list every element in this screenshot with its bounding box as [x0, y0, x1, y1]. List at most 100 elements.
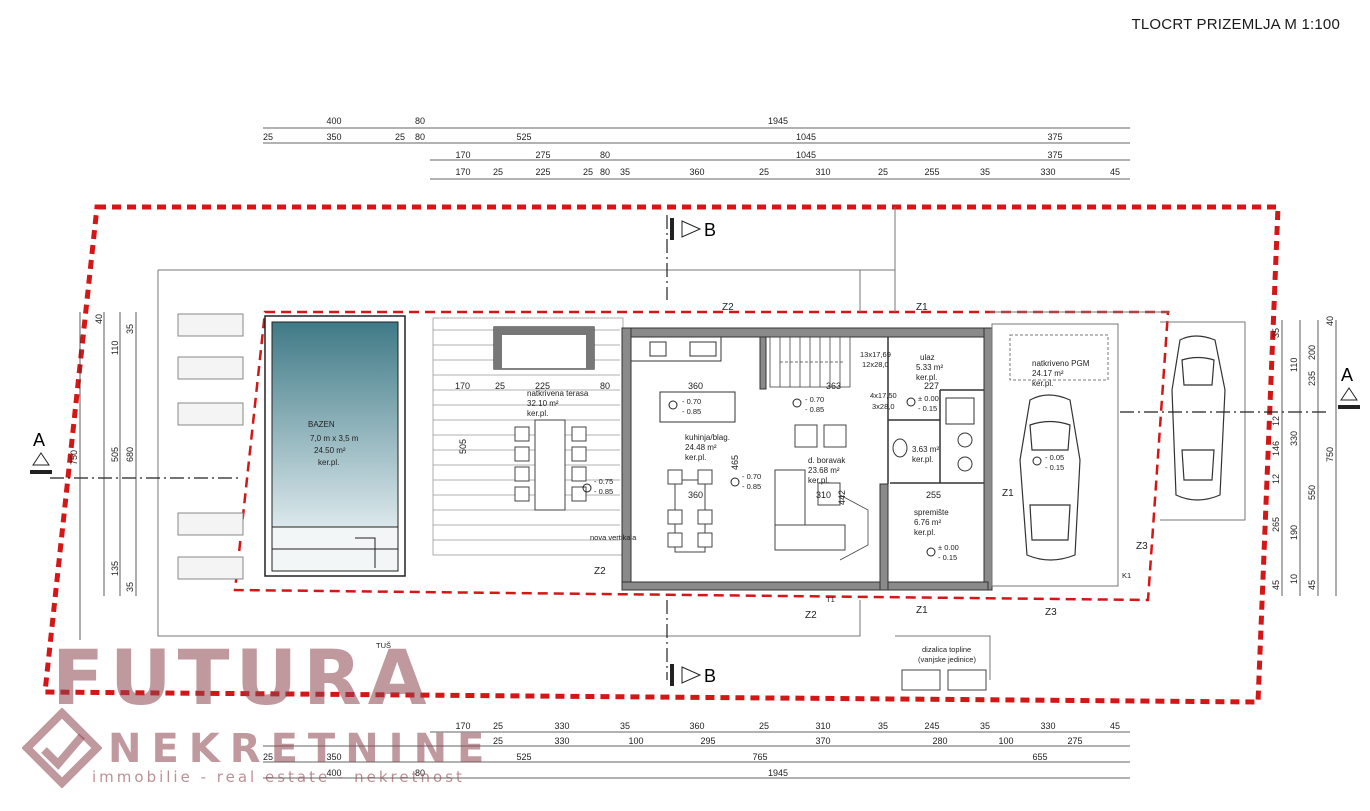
- level-dining-1: - 0.70: [742, 472, 761, 481]
- stairs-note-1: 13x17,69: [860, 350, 891, 359]
- section-a-right: A: [1341, 365, 1353, 385]
- dim-right-2: 235: [1307, 371, 1317, 386]
- dim-top-r4-2: 225: [535, 167, 550, 177]
- dim-bot-r3-2: 525: [516, 752, 531, 762]
- dim-top-r2-2: 25: [395, 132, 405, 142]
- dim-bot-r3-3: 765: [752, 752, 767, 762]
- dim-top-r4-1: 25: [493, 167, 503, 177]
- dim-top-r4-4: 80: [600, 167, 610, 177]
- dim-bot-r2-6: 100: [998, 736, 1013, 746]
- dim-left-6: 135: [110, 561, 120, 576]
- dim-bot-r2-5: 280: [932, 736, 947, 746]
- dim-left-4: 680: [125, 447, 135, 462]
- car-outside: [1171, 335, 1226, 501]
- car-garage: [1019, 394, 1081, 561]
- dim-top-r4-12: 330: [1040, 167, 1055, 177]
- wc-area: 3.63 m²: [912, 445, 939, 454]
- marker-z1-top: Z1: [916, 302, 928, 313]
- living-floor: ker.pl.: [808, 476, 829, 485]
- dim-bot-r1-1: 25: [493, 721, 503, 731]
- terrace-area: 32.10 m²: [527, 399, 559, 408]
- level-garage-2: - 0.15: [1045, 463, 1064, 472]
- dim-top-r4-8: 310: [815, 167, 830, 177]
- level-kitchen-1: - 0.70: [682, 397, 701, 406]
- dim-left-7: 35: [125, 582, 135, 592]
- marker-z3-right: Z3: [1136, 541, 1148, 552]
- dim-bot-r1-2: 330: [554, 721, 569, 731]
- dim-top-r2-4: 525: [516, 132, 531, 142]
- garage-area: 24.17 m²: [1032, 369, 1064, 378]
- dim-top-r4-9: 25: [878, 167, 888, 177]
- marker-z2-bottom: Z2: [805, 610, 817, 621]
- dim-top-r2-3: 80: [415, 132, 425, 142]
- dim-bot-r2-0: 25: [493, 736, 503, 746]
- level-garage-1: - 0.05: [1045, 453, 1064, 462]
- dim-top-r4-11: 35: [980, 167, 990, 177]
- section-b-bottom: B: [704, 666, 716, 686]
- dim-right-4: 200: [1307, 345, 1317, 360]
- dim-top-r4-3: 25: [583, 167, 593, 177]
- stairs-note-2b: 3x28,0: [872, 402, 895, 411]
- dim-top-r4-13: 45: [1110, 167, 1120, 177]
- dim-bot-r4-0: 400: [326, 768, 341, 778]
- pool-area: 24.50 m²: [314, 446, 346, 455]
- dims-top: 400 80 1945 25 350 25 80 525 1045 375 17…: [263, 116, 1120, 177]
- level-living-1: - 0.70: [805, 395, 824, 404]
- dim-left-0: 40: [94, 314, 104, 324]
- dim-top-r2-5: 1045: [796, 132, 816, 142]
- pool-name: BAZEN: [308, 420, 335, 429]
- dim-top-r4-7: 25: [759, 167, 769, 177]
- dims-right: 40 35 235 110 200 12 146 330 12 750 550 …: [1271, 316, 1335, 590]
- dim-top-r1-0: 400: [326, 116, 341, 126]
- dim-right-9: 750: [1325, 447, 1335, 462]
- brand-tagline: immobilie - real estate - nekretnost: [92, 768, 465, 786]
- storage-area: 6.76 m²: [914, 518, 941, 527]
- dim-bot-r2-2: 100: [628, 736, 643, 746]
- terrace-name: natkrivena terasa: [527, 389, 589, 398]
- dim-right-7: 330: [1289, 431, 1299, 446]
- stairs-note-2: 4x17,50: [870, 391, 897, 400]
- dim-right-10: 550: [1307, 485, 1317, 500]
- marker-z2-left: Z2: [594, 566, 606, 577]
- dim-bot-r1-10: 330: [1040, 721, 1055, 731]
- dim-right-0: 40: [1325, 316, 1335, 326]
- entrance-area: 5.33 m²: [916, 363, 943, 372]
- dim-top-r4-10: 255: [924, 167, 939, 177]
- dim-terrace-step: 80: [600, 381, 610, 391]
- dim-top-r4-5: 35: [620, 167, 630, 177]
- dim-top-r2-6: 375: [1047, 132, 1062, 142]
- dim-bot-r1-11: 45: [1110, 721, 1120, 731]
- living-area: 23.68 m²: [808, 466, 840, 475]
- dim-top-r3-4: 375: [1047, 150, 1062, 160]
- t1-note: T1: [826, 595, 835, 604]
- dims-left: 40 35 110 505 680 750 135 35: [69, 314, 135, 592]
- level-storage-1: ± 0.00: [938, 543, 959, 552]
- kitchen-floor: ker.pl.: [685, 453, 706, 462]
- dim-bot-r1-5: 25: [759, 721, 769, 731]
- drawing-title: TLOCRT PRIZEMLJA M 1:100: [1131, 16, 1340, 33]
- dim-right-1: 35: [1271, 328, 1281, 338]
- dim-bot-r4-1: 80: [415, 768, 425, 778]
- plot-boundary: [42, 204, 1281, 705]
- dim-left-2: 110: [110, 341, 120, 355]
- level-entrance-1: ± 0.00: [918, 394, 939, 403]
- dim-left-3: 505: [110, 447, 120, 462]
- terrace-floor: ker.pl.: [527, 409, 548, 418]
- storage-floor: ker.pl.: [914, 528, 935, 537]
- dim-left-5: 750: [69, 450, 79, 465]
- dim-right-3: 110: [1289, 358, 1299, 372]
- dim-bot-r1-7: 35: [878, 721, 888, 731]
- dim-right-13: 45: [1271, 580, 1281, 590]
- living-name: d. boravak: [808, 456, 846, 465]
- garage-floor: ker.pl.: [1032, 379, 1053, 388]
- dim-right-15: 45: [1307, 580, 1317, 590]
- dim-right-11: 265: [1271, 517, 1281, 532]
- storage-name: spremište: [914, 508, 949, 517]
- level-terrace-1: - 0.75: [594, 477, 613, 486]
- dim-terrace-gap: 25: [495, 381, 505, 391]
- dim-top-r1-1: 80: [415, 116, 425, 126]
- dim-dining-width: 360: [688, 490, 703, 500]
- dim-top-r4-6: 360: [689, 167, 704, 177]
- dim-kitchen-width: 360: [688, 381, 703, 391]
